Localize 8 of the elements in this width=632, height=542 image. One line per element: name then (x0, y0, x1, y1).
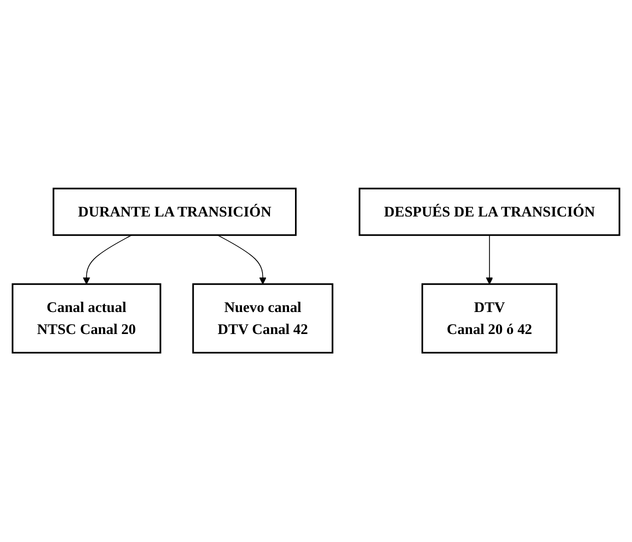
node-box: Canal actual NTSC Canal 20 (12, 284, 162, 354)
node-box: Nuevo canal DTV Canal 42 (192, 284, 334, 354)
arrow (82, 235, 132, 285)
node-box: DTV Canal 20 ó 42 (421, 284, 558, 354)
arrow (217, 235, 266, 285)
node-box: DURANTE LA TRANSICIÓN (52, 188, 297, 236)
node-box: DESPUÉS DE LA TRANSICIÓN (358, 188, 620, 236)
arrow (486, 235, 494, 285)
